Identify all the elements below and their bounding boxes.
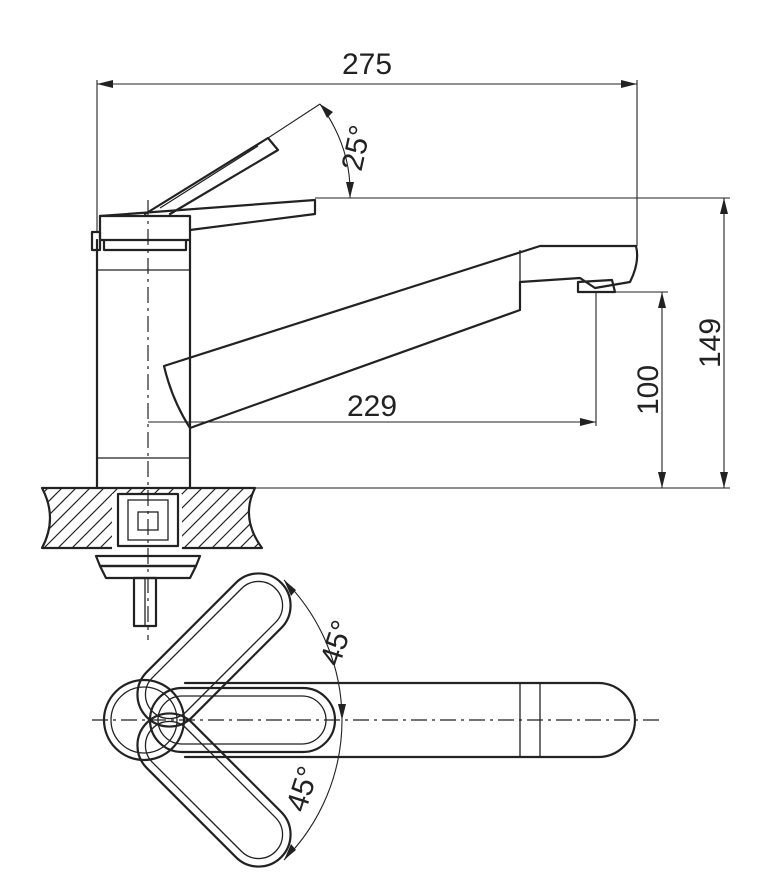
- hatch-line: [42, 488, 91, 548]
- total-height-label: 149: [694, 318, 727, 368]
- hatch-line: [310, 488, 370, 548]
- hatch-line: [253, 488, 262, 548]
- body-top-inner-circle: [110, 686, 178, 754]
- dimension-spout-reach: 229: [148, 292, 597, 426]
- hatch-line: [239, 488, 262, 548]
- countertop-section: [0, 486, 370, 554]
- hatch-line: [282, 488, 342, 548]
- spout-height-label: 100: [632, 365, 665, 415]
- hatch-line: [42, 488, 63, 548]
- hatch-line: [43, 488, 105, 548]
- dimension-rotation-upper: 45°: [283, 579, 360, 721]
- side-view: 275 229 100 149: [0, 48, 730, 640]
- lever-handle: [98, 136, 317, 232]
- lever-rotated-lower: [136, 712, 292, 868]
- dimension-lever-angle: 25°: [267, 103, 378, 199]
- rotation-upper-label: 45°: [314, 616, 359, 669]
- spout: [162, 244, 639, 430]
- rotation-lower-label: 45°: [280, 762, 325, 815]
- hatch-line: [268, 488, 328, 548]
- total-length-label: 275: [342, 48, 392, 81]
- hatch-line: [296, 488, 356, 548]
- dimension-total-length: 275: [96, 48, 638, 246]
- hatch-line: [211, 488, 262, 548]
- dimension-spout-height: 100: [255, 291, 730, 489]
- hatch-line: [57, 488, 119, 548]
- lever-angle-label: 25°: [336, 122, 378, 173]
- hatch-line: [183, 488, 245, 548]
- spout-reach-label: 229: [347, 390, 397, 423]
- dimension-total-height: 149: [315, 197, 730, 488]
- hatch-line: [0, 488, 20, 548]
- hatch-line: [197, 488, 259, 548]
- hatch-line: [0, 488, 34, 548]
- lever-rotated-upper: [136, 572, 292, 728]
- hatch-line: [42, 488, 49, 548]
- top-view: 45° 45°: [92, 572, 660, 868]
- faucet-body: [90, 214, 192, 490]
